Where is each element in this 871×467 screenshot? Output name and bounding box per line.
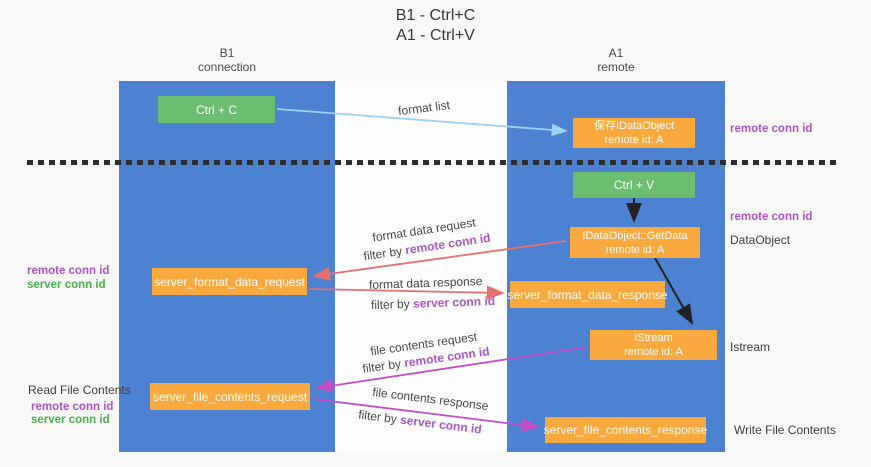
ctrl-c-label: Ctrl + C — [195, 102, 237, 117]
read-file-contents-label: Read File Contents — [28, 383, 131, 397]
diagram-title: B1 - Ctrl+C A1 - Ctrl+V — [0, 6, 871, 46]
left-bottom-remote-conn-id: remote conn id — [31, 401, 114, 413]
title-line-2: A1 - Ctrl+V — [396, 27, 475, 44]
getdata-line2: remote id: A — [605, 243, 665, 256]
getdata-line1: IDataObject::GetData — [582, 229, 688, 242]
istream-line1: IStream — [634, 332, 673, 344]
ctrl-v-box: Ctrl + V — [573, 172, 695, 198]
write-file-contents-label: Write File Contents — [734, 423, 836, 437]
left-mid-remote-conn-id: remote conn id — [27, 265, 110, 277]
format-request-label: server_format_data_request — [154, 274, 305, 289]
ctrl-c-box: Ctrl + C — [158, 96, 275, 123]
column-header-a1: A1 remote — [507, 46, 725, 74]
column-role-b1: connection — [197, 60, 257, 74]
idataobject-getdata-box: IDataObject::GetData remote id: A — [570, 227, 700, 258]
dashed-divider — [27, 160, 838, 165]
title-line-1: B1 - Ctrl+C — [395, 7, 476, 24]
dataobject-label: DataObject — [730, 233, 791, 247]
filter-key-server-1: server conn id — [412, 293, 496, 311]
server-file-contents-request-box: server_file_contents_request — [150, 383, 310, 410]
filter-prefix-2: filter by — [370, 296, 410, 313]
save-idataobject-box: 保存IDataObject remote id: A — [573, 118, 695, 148]
ctrl-v-label: Ctrl + V — [613, 178, 655, 192]
istream-box: IStream remote id: A — [590, 330, 717, 360]
column-name-a1: A1 — [608, 46, 624, 60]
server-format-data-response-box: server_format_data_response — [507, 281, 668, 308]
remote-conn-id-mid-label: remote conn id — [730, 211, 813, 223]
left-bottom-server-conn-id: server conn id — [31, 414, 110, 426]
format-response-label: server_format_data_response — [507, 287, 668, 302]
file-request-label: server_file_contents_request — [152, 389, 308, 404]
server-file-contents-response-box: server_file_contents_response — [543, 417, 708, 443]
file-response-label: server_file_contents_response — [543, 423, 708, 437]
remote-conn-id-top-label: remote conn id — [730, 123, 813, 135]
save-idataobject-line2: remote id: A — [604, 134, 664, 146]
server-format-data-request-box: server_format_data_request — [152, 268, 307, 295]
left-mid-server-conn-id: server conn id — [27, 279, 106, 291]
column-name-b1: B1 — [219, 46, 235, 60]
column-role-a1: remote — [597, 60, 635, 74]
column-header-b1: B1 connection — [119, 46, 335, 74]
istream-side-label: Istream — [730, 340, 771, 354]
save-idataobject-line1: 保存IDataObject — [593, 120, 675, 132]
istream-line2: remote id: A — [624, 346, 683, 358]
